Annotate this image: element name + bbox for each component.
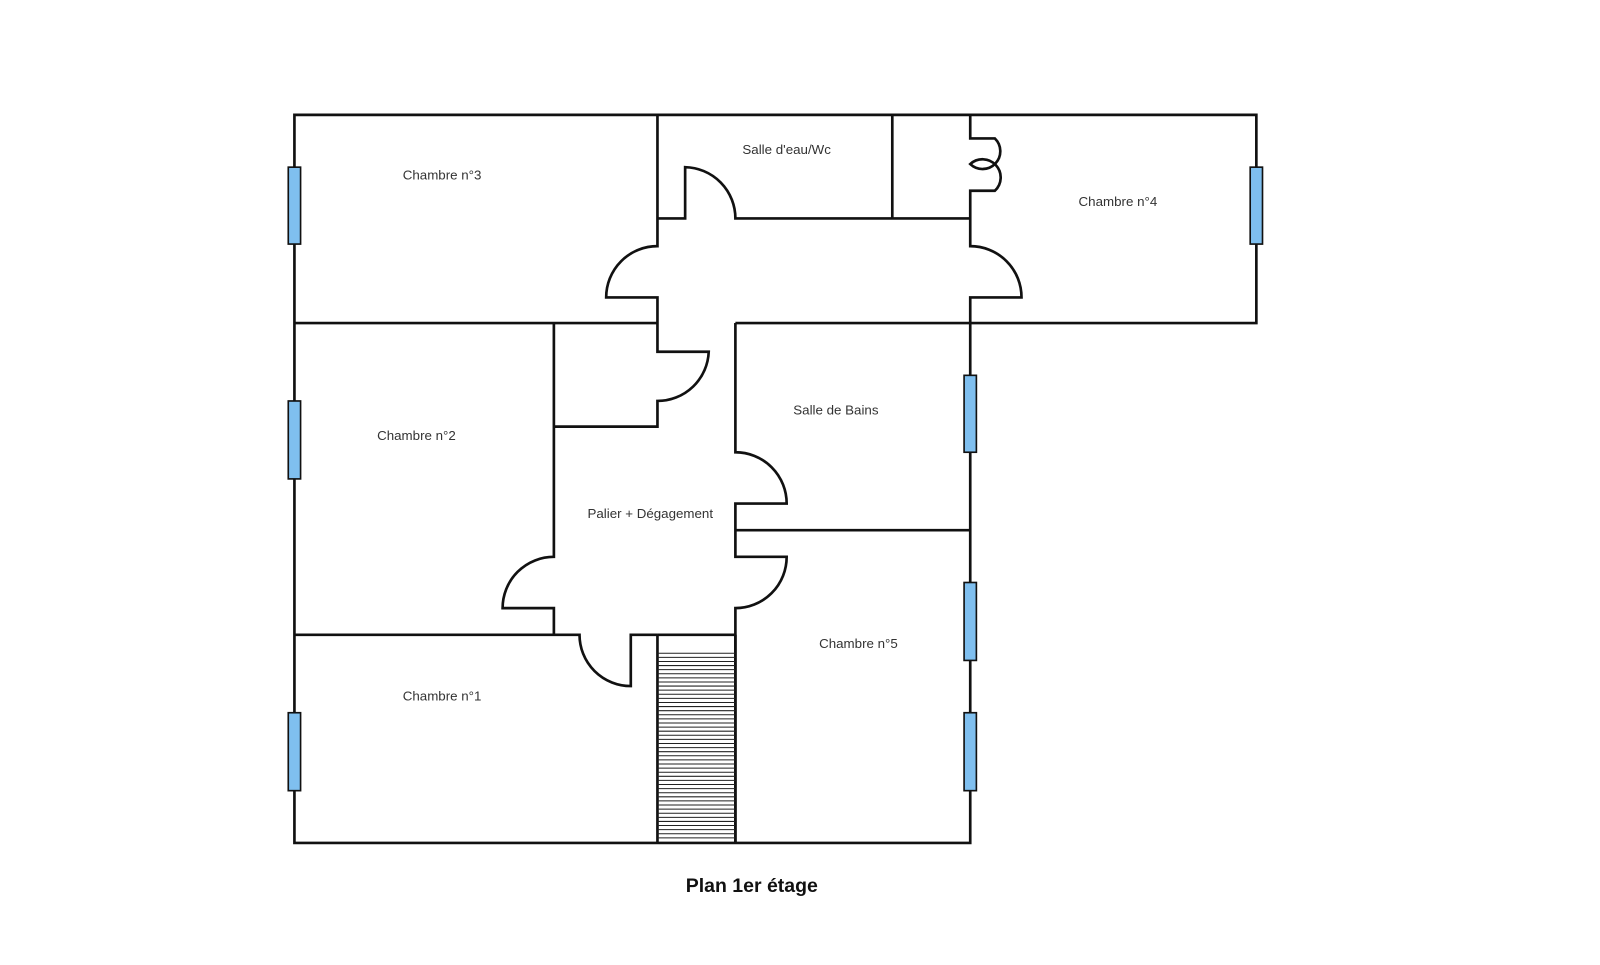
label-chambre-3: Chambre n°3 <box>403 167 482 182</box>
window <box>287 400 302 480</box>
label-chambre-4: Chambre n°4 <box>1079 194 1158 209</box>
label-chambre-2: Chambre n°2 <box>377 428 456 443</box>
label-palier: Palier + Dégagement <box>587 506 713 521</box>
room-labels: Chambre n°3 Salle d'eau/Wc Chambre n°4 C… <box>377 142 1158 704</box>
window <box>1249 166 1264 245</box>
walls <box>293 113 1258 845</box>
staircase <box>657 652 736 839</box>
label-chambre-5: Chambre n°5 <box>819 636 898 651</box>
window <box>963 711 978 792</box>
window <box>963 374 978 454</box>
window <box>963 581 978 662</box>
label-salle-bains: Salle de Bains <box>793 402 879 417</box>
label-salle-eau: Salle d'eau/Wc <box>742 142 831 157</box>
plan-caption: Plan 1er étage <box>686 875 818 897</box>
windows <box>287 166 1264 792</box>
label-chambre-1: Chambre n°1 <box>403 688 482 703</box>
window <box>287 166 302 245</box>
window <box>287 711 302 792</box>
